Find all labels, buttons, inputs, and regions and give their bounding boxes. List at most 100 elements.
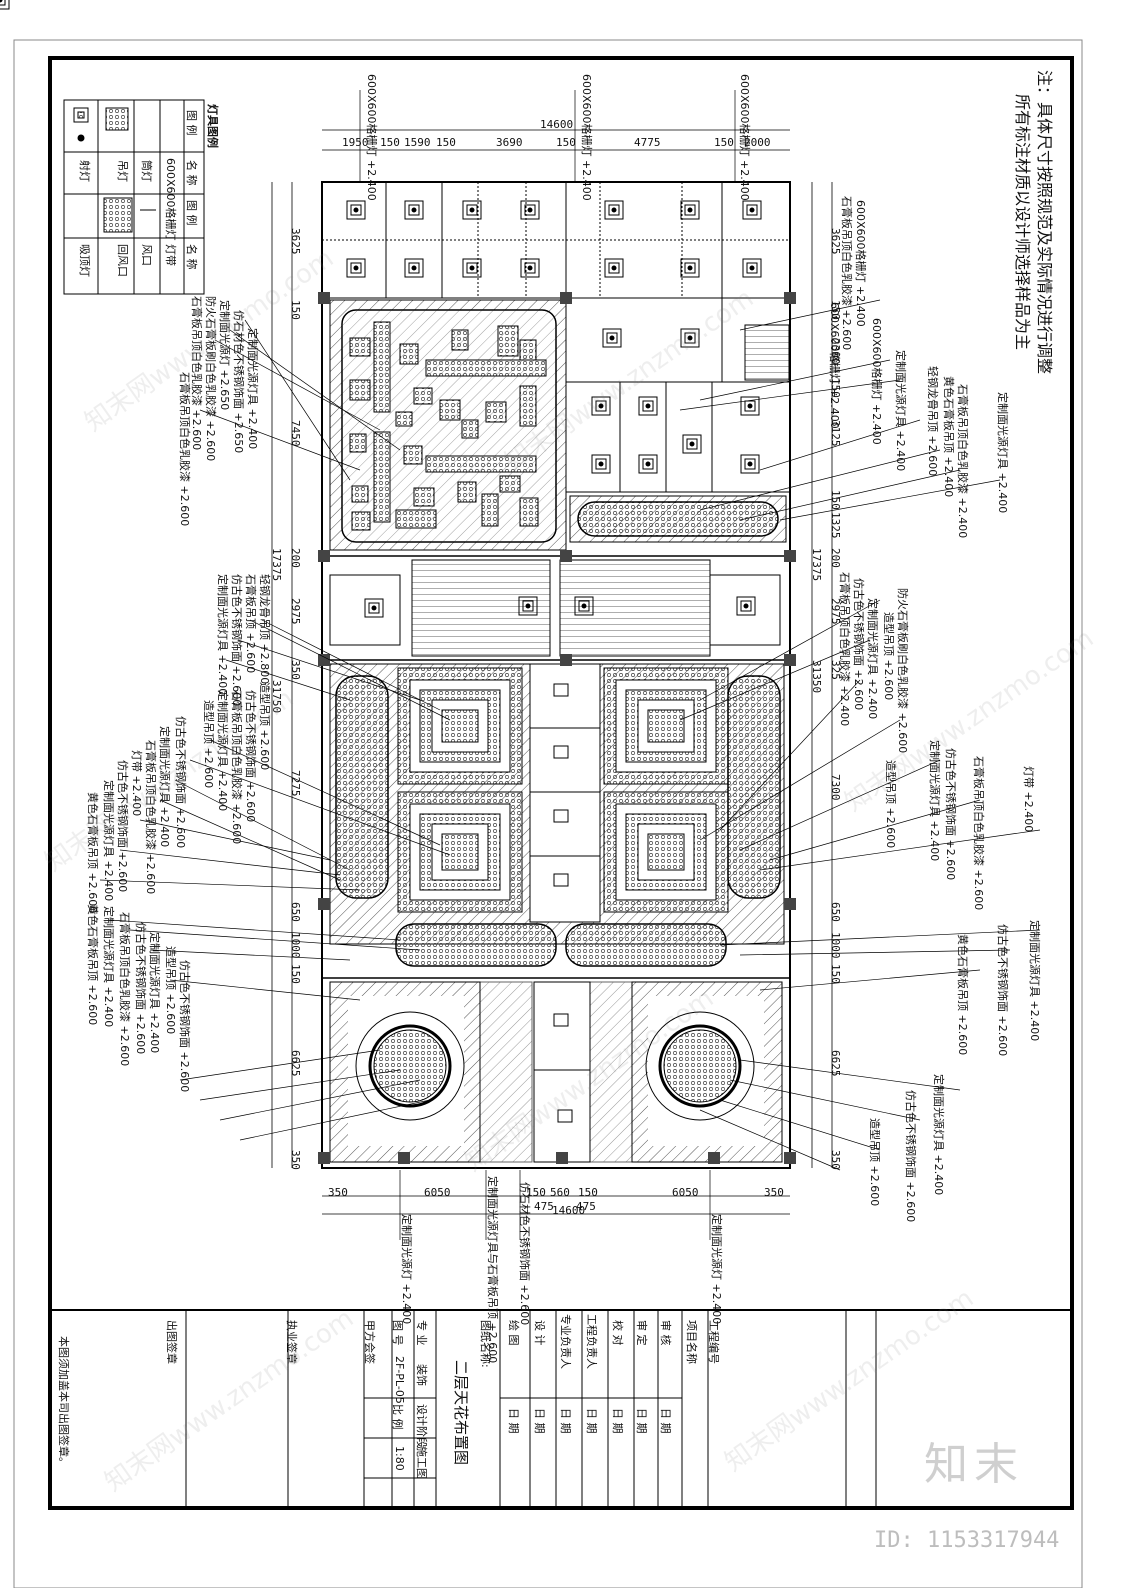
dim-right-8: 200: [829, 548, 842, 568]
callout-left-6: 石膏板吊顶白色乳胶漆 +2.600: [178, 372, 191, 527]
callout-right-19: 灯带 +2.400: [1022, 766, 1035, 833]
callout-right-6: 轻钢龙骨吊顶 +2.600: [926, 366, 939, 477]
tb-seal-note: 本图须加盖本司出图签章。: [57, 1336, 70, 1468]
callout-right-12: 定制面光源灯具 +2.400: [866, 598, 879, 720]
callout-bottom-3: 仿石材色不锈钢饰面 +2.600: [518, 1182, 531, 1326]
dim-right-14: 150: [829, 964, 842, 984]
dim-top-2: 150: [380, 136, 400, 149]
dim-right-total-1: 17375: [810, 548, 823, 582]
callout-left-29: 仿古色不锈钢饰面 +2.600: [178, 960, 191, 1093]
callout-right-18: 石膏板吊顶白色乳胶漆 +2.600: [972, 756, 985, 911]
legend-item-lightstrip: 灯带: [164, 244, 177, 266]
dim-left-total-1: 17375: [270, 548, 283, 582]
dim-bottom-7: 350: [764, 1186, 784, 1199]
dim-bottom-4: 560: [550, 1186, 570, 1199]
tb-row2-label2: 比 例: [391, 1404, 404, 1430]
dim-bottom-total: 14600: [552, 1204, 586, 1217]
legend-item-ceiling-light: 吸顶灯: [78, 244, 91, 277]
tb-role-check: 校 对: [611, 1320, 624, 1346]
callout-left-23: 黄色石膏板吊顶 +2.600: [86, 904, 99, 1026]
dim-right-13: 1000: [829, 932, 842, 959]
dim-top-7: 4775: [634, 136, 661, 149]
callout-bottom-1: 定制面光源灯 +2.400: [400, 1214, 413, 1325]
legend-item-spotlight: 射灯: [78, 160, 91, 182]
watermark-id: ID: 1153317944: [874, 1528, 1060, 1553]
tb-role-discipline-lead: 专业负责人: [559, 1314, 572, 1369]
tb-date-6: 日 期: [635, 1408, 648, 1434]
structural-columns: [318, 292, 796, 1164]
dimension-lines: [271, 129, 833, 1215]
callout-left-28: 造型吊顶 +2.600: [164, 946, 177, 1035]
tb-row1-label: 专 业: [415, 1320, 428, 1346]
dim-bottom-1: 350: [328, 1186, 348, 1199]
tb-role-review: 审 核: [659, 1320, 672, 1346]
dim-left-3: 7450: [289, 420, 302, 447]
callout-left-24: 定制面光源灯具 +2.400: [102, 906, 115, 1028]
callout-right-25: 造型吊顶 +2.600: [868, 1118, 881, 1207]
callout-right-20: 定制面光源灯具 +2.400: [1028, 920, 1041, 1042]
callout-right-3: 600X600格栅灯 +2.400: [828, 302, 841, 429]
dim-left-9: 1000: [289, 932, 302, 959]
dim-right-12: 650: [829, 902, 842, 922]
dim-left-8: 650: [289, 902, 302, 922]
dim-bottom-extra-1: 475: [534, 1200, 554, 1213]
legend-header-2: 名 称: [185, 160, 198, 186]
dim-top-3: 1590: [404, 136, 431, 149]
tb-row2-label: 图 号: [391, 1320, 404, 1346]
tb-date-1: 日 期: [507, 1408, 520, 1434]
round-ceiling-domes: [348, 996, 764, 1146]
callout-right-24: 仿古色不锈钢饰面 +2.600: [904, 1090, 917, 1223]
callout-right-7: 黄色石膏板吊顶 +2.400: [942, 376, 955, 498]
tb-drawing-name-label: 图纸名称:: [479, 1320, 492, 1368]
dim-left-6: 350: [289, 660, 302, 680]
legend-item-downlight: 筒灯: [140, 160, 153, 182]
tb-row2-value: 2F-PL-05: [393, 1356, 406, 1404]
dim-left-10: 150: [289, 964, 302, 984]
tb-row1-value2: 施工图: [415, 1446, 428, 1479]
dim-right-16: 350: [829, 1150, 842, 1170]
tb-date-5: 日 期: [611, 1408, 624, 1434]
callout-right-10: 防火石膏板刷白色乳胶漆 +2.600: [896, 588, 909, 754]
tb-project-number: 工程编号: [707, 1320, 720, 1364]
callout-right-4: 600X600格栅灯 +2.400: [870, 318, 883, 445]
callout-bottom-4: 定制面光源灯 +2.400: [710, 1214, 723, 1325]
callout-left-9: 仿古色不锈钢饰面 +2.600: [230, 574, 243, 707]
hall-block-pattern: [349, 321, 547, 531]
callout-left-18: 石膏板吊顶白色乳胶漆 +2.600: [144, 740, 157, 895]
callout-right-8: 石膏板吊顶白色乳胶漆 +2.400: [956, 384, 969, 539]
grid-lights: [0, 0, 10, 10]
tb-project-name: 项目名称: [685, 1320, 698, 1364]
dim-right-7: 1325: [829, 512, 842, 539]
legend-item-grid-light: 600X600格栅灯: [164, 158, 177, 241]
tb-role-drawing: 绘 图: [507, 1320, 520, 1346]
dim-left-4: 200: [289, 548, 302, 568]
dim-right-6: 150: [829, 490, 842, 510]
dim-left-12: 350: [289, 1150, 302, 1170]
callout-right-22: 黄色石膏板吊顶 +2.600: [956, 934, 969, 1056]
dim-right-15: 6625: [829, 1050, 842, 1077]
callout-left-5: 定制面光源灯具 +2.400: [246, 328, 259, 450]
callout-right-14: 石膏板吊顶白色乳胶漆 +2.400: [838, 572, 851, 727]
general-note-line-1: 注：具体尺寸按照规范及实际情况进行调整: [1035, 70, 1054, 375]
tb-role-project-lead: 工程负责人: [585, 1314, 598, 1369]
callout-right-23: 定制面光源灯具 +2.400: [932, 1074, 945, 1196]
dim-left-5: 2975: [289, 598, 302, 625]
callout-left-25: 石膏板吊顶白色乳胶漆 +2.600: [118, 912, 131, 1067]
callout-left-7: 轻钢龙骨吊顶 +2.800: [258, 574, 271, 685]
tb-row1-value: 装饰: [415, 1364, 428, 1386]
dim-bottom-2: 6050: [424, 1186, 451, 1199]
callout-top-1: 600X600格栅灯 +2.400: [365, 74, 378, 201]
legend-header-1: 图 例: [185, 110, 198, 136]
sheet-border: [48, 56, 1074, 1510]
small-fixtures: [553, 683, 573, 1123]
legend-item-pendant: 吊灯: [116, 160, 129, 182]
tb-role-design: 设 计: [533, 1320, 546, 1346]
tb-issue-seal: 出图签章: [165, 1320, 178, 1364]
dim-bottom-5: 150: [578, 1186, 598, 1199]
callout-right-5: 定制面光源灯具 +2.400: [894, 350, 907, 472]
callout-right-13: 仿古色不锈钢饰面 +2.600: [852, 578, 865, 711]
callout-left-1: 石膏板吊顶白色乳胶漆 +2.600: [190, 296, 203, 451]
legend-header-4: 名 称: [185, 244, 198, 270]
legend-box: [63, 99, 205, 295]
dim-right-total-2: 31350: [810, 660, 823, 694]
